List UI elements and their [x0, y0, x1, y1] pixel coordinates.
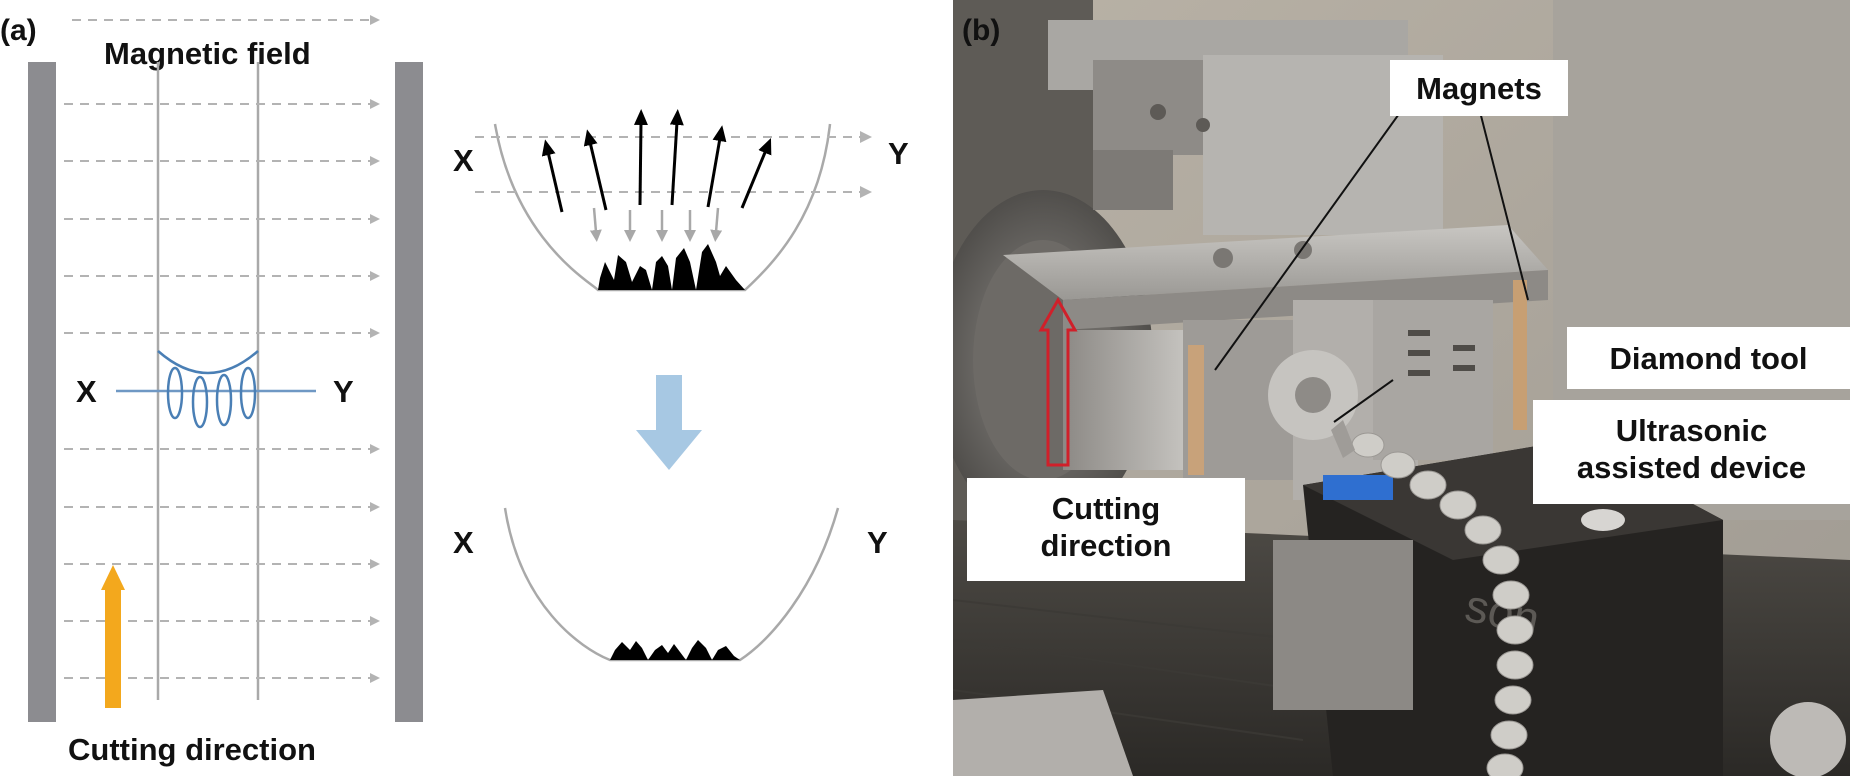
lower-tool-profile [503, 507, 840, 662]
lower-y-label: Y [867, 525, 888, 560]
magnets-leader [1476, 99, 1529, 301]
diamond-tool-leader [1333, 379, 1394, 423]
ultrasonic-label-line1: Ultrasonic [1615, 413, 1768, 448]
vibration-ellipse [166, 366, 184, 420]
magnetic-field-schematic [28, 15, 423, 722]
upper-x-label: X [453, 143, 474, 178]
vibration-ellipse [239, 366, 257, 420]
upper-chip-profile [598, 244, 745, 290]
magnets-label: Magnets [1416, 71, 1542, 106]
magnetic-field-label: Magnetic field [104, 36, 311, 71]
cutting-process-schematic [475, 109, 872, 662]
diamond-tool-callout: Diamond tool [1567, 327, 1850, 389]
panel-b-tag: (b) [962, 14, 1001, 47]
vibration-ellipse [191, 375, 209, 429]
diamond-tool-label: Diamond tool [1609, 341, 1808, 376]
vibration-ellipse [215, 373, 233, 427]
left-magnet-bar [28, 62, 56, 722]
lower-x-label: X [453, 525, 474, 560]
lower-chip-profile [610, 640, 740, 660]
ejection-arrows [541, 109, 772, 213]
upper-y-label: Y [888, 136, 909, 171]
force-arrow [583, 129, 608, 211]
axis-x-label: X [76, 374, 97, 409]
magnets-leader [1214, 99, 1410, 371]
coolant-hose [1351, 432, 1534, 776]
panel-a-tag: (a) [0, 14, 37, 47]
force-arrow [669, 109, 684, 206]
force-arrow [633, 109, 648, 206]
upper-field-lines [475, 131, 872, 198]
ultrasonic-label-line2: assisted device [1576, 450, 1807, 486]
cutting-direction-callout: Cutting direction [967, 478, 1245, 581]
cutting-label-line1: Cutting [1051, 491, 1161, 526]
magnets-callout: Magnets [1390, 60, 1568, 116]
force-arrow [706, 125, 727, 208]
ultrasonic-device-callout: Ultrasonic assisted device [1533, 400, 1850, 504]
callout-leaders [1214, 99, 1529, 423]
cutting-direction-arrow [101, 565, 125, 708]
axis-y-label: Y [333, 374, 354, 409]
cutting-direction-label: Cutting direction [68, 732, 316, 767]
vibration-ellipses [166, 366, 257, 429]
red-cutting-arrow [1038, 296, 1078, 467]
force-arrow [740, 137, 772, 209]
force-arrow [541, 139, 564, 213]
chip-force-arrows [589, 207, 723, 242]
process-arrow [636, 375, 702, 470]
tool-arc [157, 350, 259, 375]
right-magnet-bar [395, 62, 423, 722]
cutting-label-line2: direction [1040, 528, 1172, 564]
